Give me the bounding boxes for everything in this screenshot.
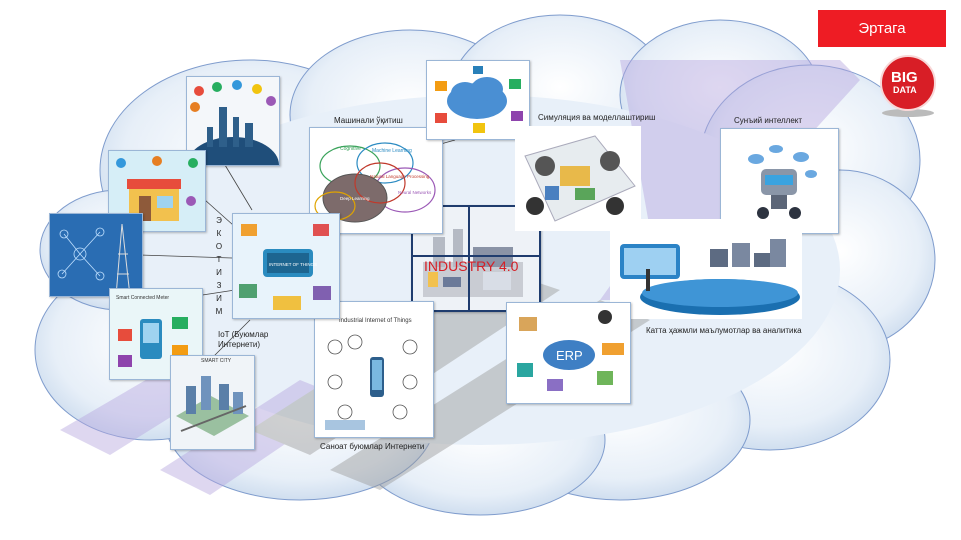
industry-title: INDUSTRY 4.0 [424,258,519,274]
ecosystem-letter-7: И [216,294,222,303]
network-tower-image [49,213,143,297]
badge-line2: DATA [893,85,917,95]
tomorrow-button[interactable]: Эртага [818,10,946,47]
ecosystem-letter-6: З [216,281,222,290]
label-iot: IoT (Буюмлар Интернети) [218,330,269,349]
smart-city-image: SMART CITY [170,355,255,450]
smart-city-title: SMART CITY [201,358,232,364]
ecosystem-letter-2: К [216,229,222,238]
ecosystem-letter-5: И [216,268,222,277]
label-machine-learning: Машинали ўқитиш [334,116,403,125]
ecosystem-letter-3: О [215,242,223,251]
label-ai: Сунъий интеллект [734,116,803,125]
ecosystem-letter-1: Э [216,216,222,225]
venn-label-3: Neural Networks [398,190,432,195]
label-iiot: Саноат буюмлар Интернети [320,442,425,451]
iot-image: INTERNET OF THINGS [232,213,340,319]
smart-meter-title: Smart Connected Meter [116,295,170,301]
venn-label-5: Natural Language Processing [370,174,430,179]
cloud-computing-image [426,60,530,140]
label-big-data: Катта ҳажмли маълумотлар ва аналитика [646,326,802,335]
iiot-image: Industrial Internet of Things [314,301,434,438]
venn-label-1: Machine Learning [372,148,412,154]
iot-banner-text: INTERNET OF THINGS [269,262,317,267]
big-data-image [610,219,802,319]
venn-label-2: Deep Learning [340,196,370,201]
venn-label-0: Cognitive [340,146,361,152]
label-simulation: Симуляция ва моделлаштириш [538,113,656,122]
ecosystem-label: Э К О Т И З И М [213,214,225,318]
badge-line1: BIG [891,69,918,86]
erp-image: ERP [506,302,631,404]
ecosystem-letter-4: Т [216,255,222,264]
ecosystem-letter-8: М [215,307,223,316]
erp-text: ERP [556,348,583,363]
smart-meter-image: Smart Connected Meter [109,288,203,380]
iiot-title: Industrial Internet of Things [339,318,412,324]
ai-image [720,128,839,234]
simulation-image [515,126,641,231]
big-data-badge: BIG DATA [880,55,936,117]
